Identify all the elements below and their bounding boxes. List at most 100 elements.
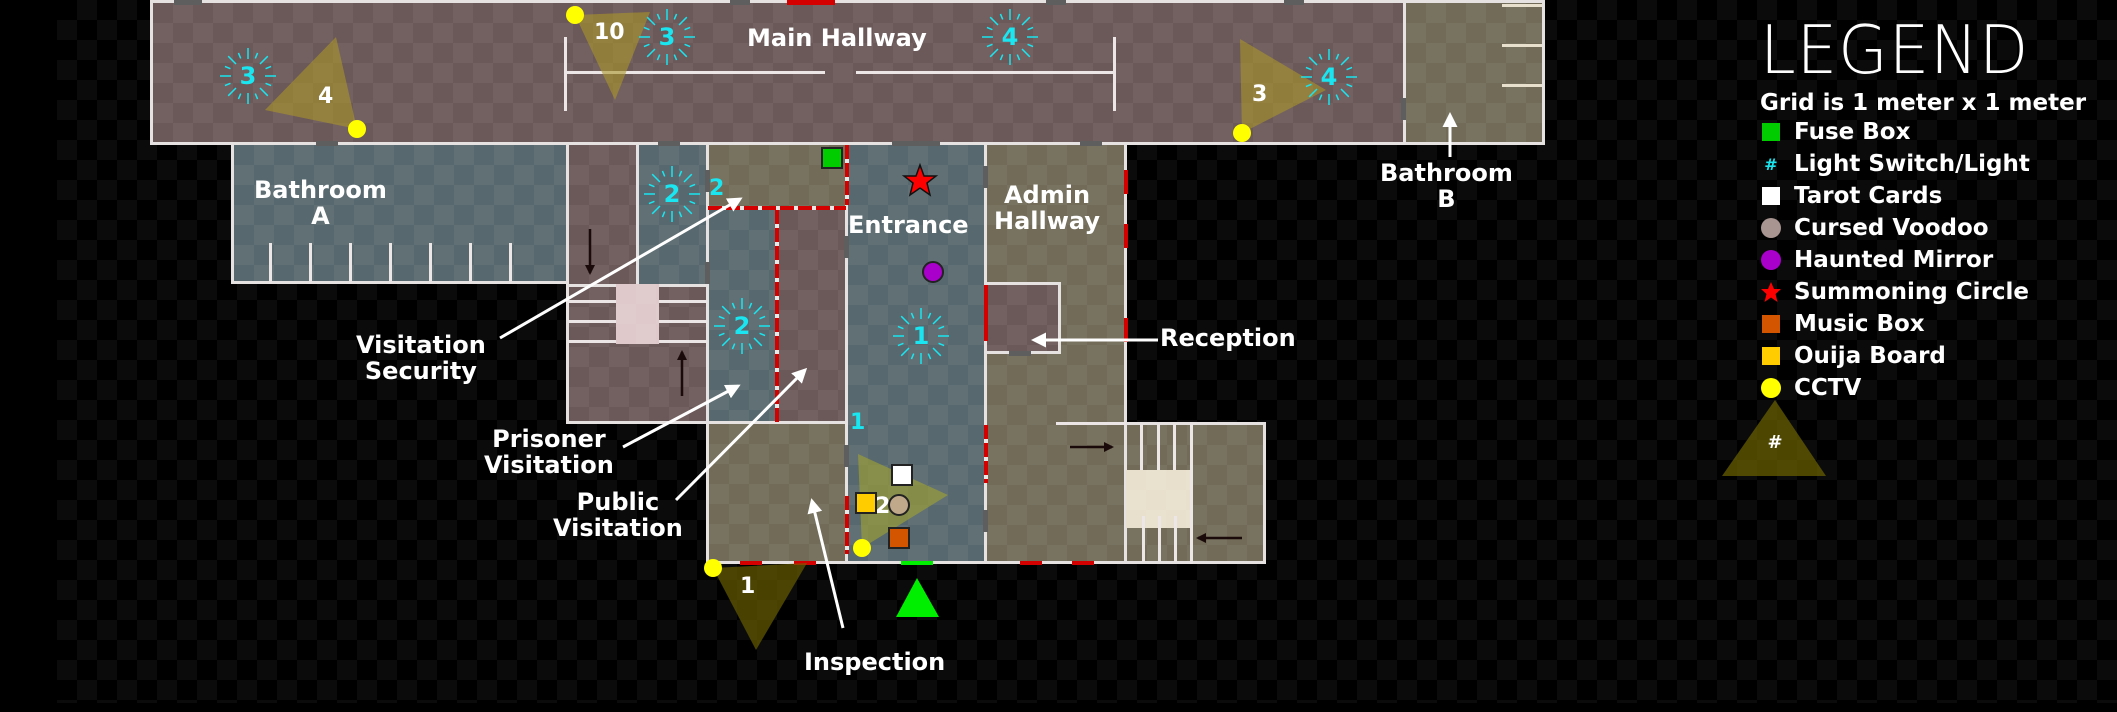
door[interactable] — [1284, 0, 1304, 5]
main-hall-divider-left — [565, 71, 825, 74]
cctv-camera-2[interactable] — [853, 539, 871, 557]
light-main-hall-center[interactable]: 3 — [637, 7, 697, 67]
room-label-visitation-security: Visitation Security — [356, 331, 486, 385]
door[interactable] — [844, 236, 849, 258]
stair-top-wall — [1056, 422, 1126, 425]
cctv-camera-10[interactable] — [566, 6, 584, 24]
cctv-camera-number: 1 — [740, 574, 756, 599]
haunted-mirror-icon[interactable] — [922, 261, 944, 283]
locked-door[interactable] — [1020, 561, 1042, 565]
cursed-voodoo-icon[interactable] — [888, 494, 910, 516]
cctv-camera-number: 3 — [1252, 82, 1268, 107]
security-bar — [659, 340, 707, 343]
fuse-box-icon[interactable] — [821, 147, 843, 169]
room-label-reception: Reception — [1160, 324, 1296, 352]
light-main-hall-west[interactable]: 3 — [218, 46, 278, 106]
cctv-camera-3[interactable] — [1233, 124, 1251, 142]
door[interactable] — [1401, 98, 1406, 120]
door[interactable] — [1009, 351, 1031, 356]
locked-door[interactable] — [794, 561, 816, 565]
cctv-camera-1[interactable] — [704, 559, 722, 577]
security-bar — [568, 340, 616, 343]
legend-tarot-cards-icon — [1760, 185, 1782, 207]
legend-cursed-voodoo-icon — [1760, 217, 1782, 239]
exit-door[interactable] — [901, 561, 933, 565]
tarot-cards-icon[interactable] — [891, 464, 913, 486]
light-main-hall-far-east[interactable]: 4 — [1299, 47, 1359, 107]
light-switch-label[interactable]: 2 — [709, 176, 725, 201]
legend-label: Summoning Circle — [1794, 279, 2029, 305]
locked-door[interactable] — [1124, 170, 1128, 194]
stall-divider — [1502, 44, 1542, 47]
door[interactable] — [658, 141, 680, 146]
stall-divider — [429, 243, 432, 283]
stair-step — [1140, 424, 1143, 470]
ouija-board-icon[interactable] — [855, 492, 877, 514]
light-number: 2 — [733, 312, 751, 340]
door[interactable] — [844, 445, 849, 467]
stair-step — [1142, 516, 1145, 562]
light-visitation-security[interactable]: 2 — [642, 164, 702, 224]
door[interactable] — [983, 166, 988, 188]
summoning-circle-icon[interactable] — [904, 160, 936, 196]
light-number: 1 — [912, 322, 930, 350]
room-label-bathroom-b: Bathroom B — [1380, 159, 1513, 213]
locked-door[interactable] — [1124, 224, 1128, 248]
locked-door[interactable] — [984, 285, 988, 341]
room-label-entrance: Entrance — [848, 211, 969, 239]
room-label-inspection: Inspection — [804, 648, 946, 676]
stall-divider — [469, 243, 472, 283]
light-entrance[interactable]: 1 — [891, 306, 951, 366]
light-number: 4 — [1001, 23, 1019, 51]
cctv-camera-4[interactable] — [348, 120, 366, 138]
locked-door[interactable] — [845, 145, 849, 205]
main-hall-post-right — [1113, 37, 1116, 111]
room-label-bathroom-a: Bathroom A — [254, 176, 387, 230]
legend-entry: Summoning Circle — [1760, 276, 2086, 308]
stair-step — [1157, 424, 1160, 470]
legend-entry: CCTV — [1760, 372, 2086, 404]
light-burst-icon — [893, 308, 949, 364]
light-burst-icon — [1301, 49, 1357, 105]
room-label-admin-hallway: Admin Hallway — [994, 181, 1101, 235]
legend-summoning-circle-icon — [1760, 281, 1782, 303]
light-burst-icon — [639, 9, 695, 65]
door[interactable] — [316, 141, 338, 146]
door[interactable] — [892, 141, 940, 146]
light-prisoner-visitation[interactable]: 2 — [712, 296, 772, 356]
legend-cctv-cone-icon: # — [1722, 400, 1826, 476]
room-label-public-visitation: Public Visitation — [553, 488, 683, 542]
legend-entry: #Light Switch/Light — [1760, 148, 2086, 180]
stall-divider — [269, 243, 272, 283]
light-main-hall-east[interactable]: 4 — [980, 7, 1040, 67]
locked-door[interactable] — [740, 561, 762, 565]
music-box-icon[interactable] — [888, 527, 910, 549]
door[interactable] — [983, 510, 988, 532]
light-burst-icon — [982, 9, 1038, 65]
legend-entry: Cursed Voodoo — [1760, 212, 2086, 244]
door[interactable] — [705, 170, 710, 192]
locked-door[interactable] — [984, 425, 988, 483]
stair-step — [1173, 424, 1176, 470]
locked-door[interactable] — [1124, 318, 1128, 342]
door[interactable] — [1080, 141, 1102, 146]
door[interactable] — [174, 0, 202, 5]
legend-grid-note: Grid is 1 meter x 1 meter — [1760, 90, 2087, 116]
light-switch-label[interactable]: 1 — [850, 410, 866, 435]
stair-step — [1174, 516, 1177, 562]
door[interactable] — [730, 0, 750, 5]
legend-title: LEGEND — [1760, 12, 2030, 90]
door[interactable] — [1046, 0, 1066, 5]
locked-door[interactable] — [845, 496, 849, 554]
stall-divider — [1502, 4, 1542, 7]
locked-door[interactable] — [708, 206, 846, 210]
legend-ouija-board-icon — [1760, 345, 1782, 367]
legend-entry: Fuse Box — [1760, 116, 2086, 148]
locked-door[interactable] — [775, 210, 779, 422]
locked-door[interactable] — [1072, 561, 1094, 565]
legend-label: Music Box — [1794, 311, 1925, 337]
room-label-prisoner-visitation: Prisoner Visitation — [484, 425, 614, 479]
legend-entry: Music Box — [1760, 308, 2086, 340]
locked-door[interactable] — [787, 0, 835, 5]
